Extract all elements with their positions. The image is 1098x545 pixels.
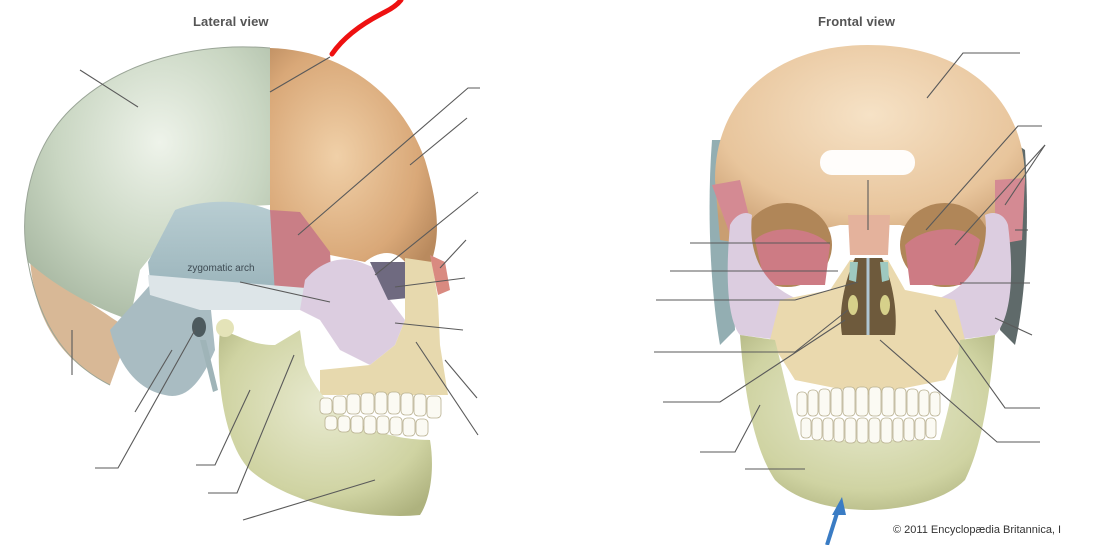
zygomatic-arch-label: zygomatic arch: [187, 263, 255, 274]
nasal-bone-lateral: [430, 255, 450, 295]
occipital-bone: [30, 260, 130, 385]
mandible-frontal: [740, 335, 995, 510]
forehead-highlight: [820, 150, 915, 175]
ethmoid-right: [880, 262, 889, 282]
frontal-leader-lines: [654, 52, 1046, 470]
copyright-notice: © 2011 Encyclopædia Britannica, I: [893, 524, 1062, 536]
lateral-skull: [24, 46, 450, 516]
orbit-right-inner: [905, 229, 980, 285]
frontal-skull: [709, 45, 1027, 510]
zygomatic-arch: [148, 275, 330, 310]
maxilla-lateral: [320, 258, 448, 395]
lateral-outline: [24, 46, 271, 386]
red-pen-annotation: [329, 0, 404, 57]
inferior-concha-right: [880, 295, 890, 315]
frontal-bone-lateral: [270, 48, 437, 265]
frontal-view-title: Frontal view: [818, 14, 896, 29]
external-auditory-meatus: [192, 317, 206, 337]
styloid-process: [200, 340, 218, 392]
lateral-view-title: Lateral view: [193, 14, 269, 29]
mastoid-region: [110, 285, 215, 396]
nasal-bone-frontal: [848, 215, 890, 255]
inferior-concha-left: [848, 295, 858, 315]
blue-arrow-annotation: [825, 497, 846, 545]
zygomatic-bone-lateral: [300, 259, 405, 365]
mandibular-condyle: [216, 319, 234, 337]
ethmoid-left: [849, 262, 858, 282]
teeth-lateral: [319, 391, 442, 437]
frontal-bone-frontal: [715, 45, 1025, 245]
teeth-frontal: [796, 386, 941, 444]
parietal-bone: [24, 46, 270, 320]
lateral-leader-lines: [71, 56, 480, 521]
